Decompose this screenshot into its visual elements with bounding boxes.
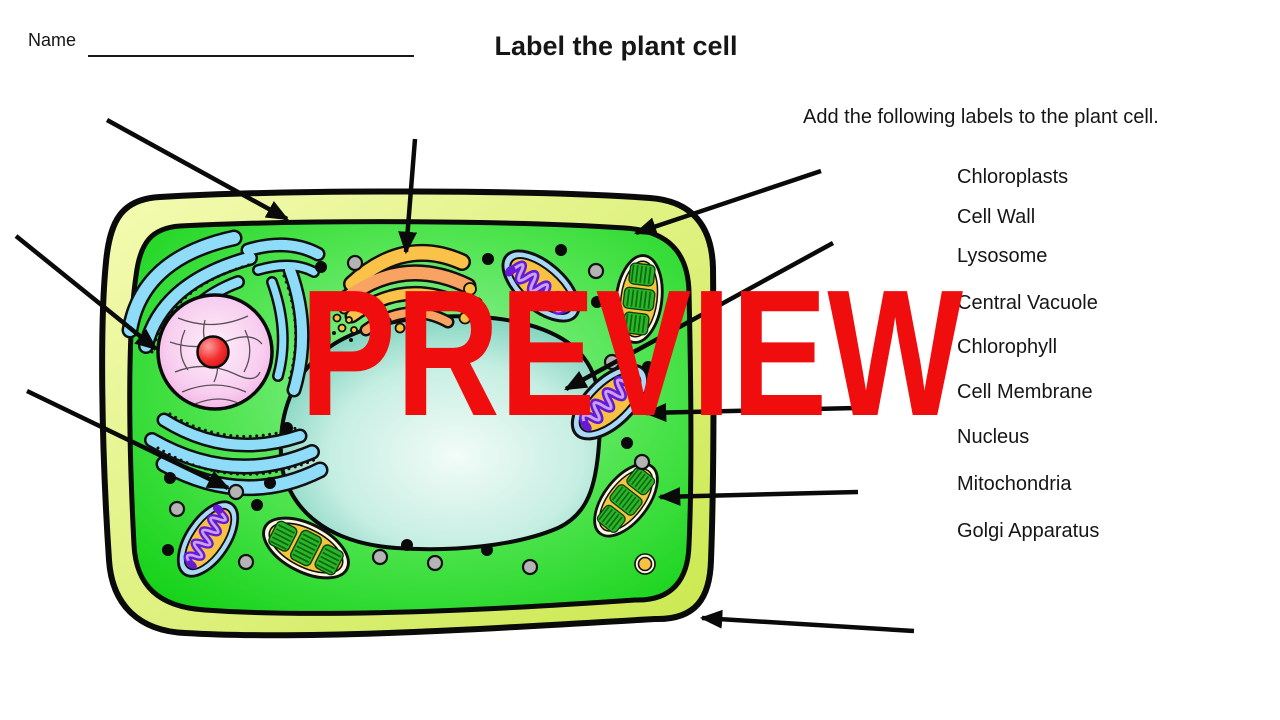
arrow-to-nucleus xyxy=(14,234,158,351)
golgi-apparatus xyxy=(332,243,483,342)
vesicle xyxy=(634,553,656,575)
word-bank-lysosome: Lysosome xyxy=(957,245,1048,267)
lysosome-dots xyxy=(168,254,651,576)
arrow-to-golgi xyxy=(398,138,418,255)
word-bank-mitochondria: Mitochondria xyxy=(957,473,1072,495)
instruction-text: Add the following labels to the plant ce… xyxy=(803,106,1159,128)
word-bank-nucleus: Nucleus xyxy=(957,426,1030,448)
ribosome-dots xyxy=(162,244,654,556)
golgi-vesicles xyxy=(332,282,483,334)
page-title: Label the plant cell xyxy=(494,31,738,61)
arrow-to-cell-membrane xyxy=(699,609,915,634)
word-bank-chloroplasts: Chloroplasts xyxy=(957,166,1069,188)
arrow-to-chloroplast xyxy=(657,487,859,506)
word-bank-golgi-apparatus: Golgi Apparatus xyxy=(957,520,1100,542)
name-blank-line[interactable] xyxy=(88,34,414,57)
arrow-to-mitochondrion xyxy=(643,403,857,422)
word-bank-chlorophyll: Chlorophyll xyxy=(957,336,1058,358)
arrow-to-lysosome xyxy=(26,388,231,491)
central-vacuole xyxy=(278,314,603,552)
word-bank-central-vacuole: Central Vacuole xyxy=(957,292,1098,314)
arrow-to-cell-wall xyxy=(105,118,289,221)
pointer-arrows xyxy=(14,118,915,634)
nucleolus xyxy=(196,335,230,369)
name-label: Name xyxy=(28,30,77,50)
word-bank-cell-membrane: Cell Membrane xyxy=(957,381,1093,403)
nucleus xyxy=(156,293,274,411)
arrow-to-central-vacuole xyxy=(564,241,835,391)
word-bank-cell-wall: Cell Wall xyxy=(957,206,1036,228)
arrow-to-cytoplasm xyxy=(633,168,822,236)
chromatin xyxy=(169,315,263,405)
